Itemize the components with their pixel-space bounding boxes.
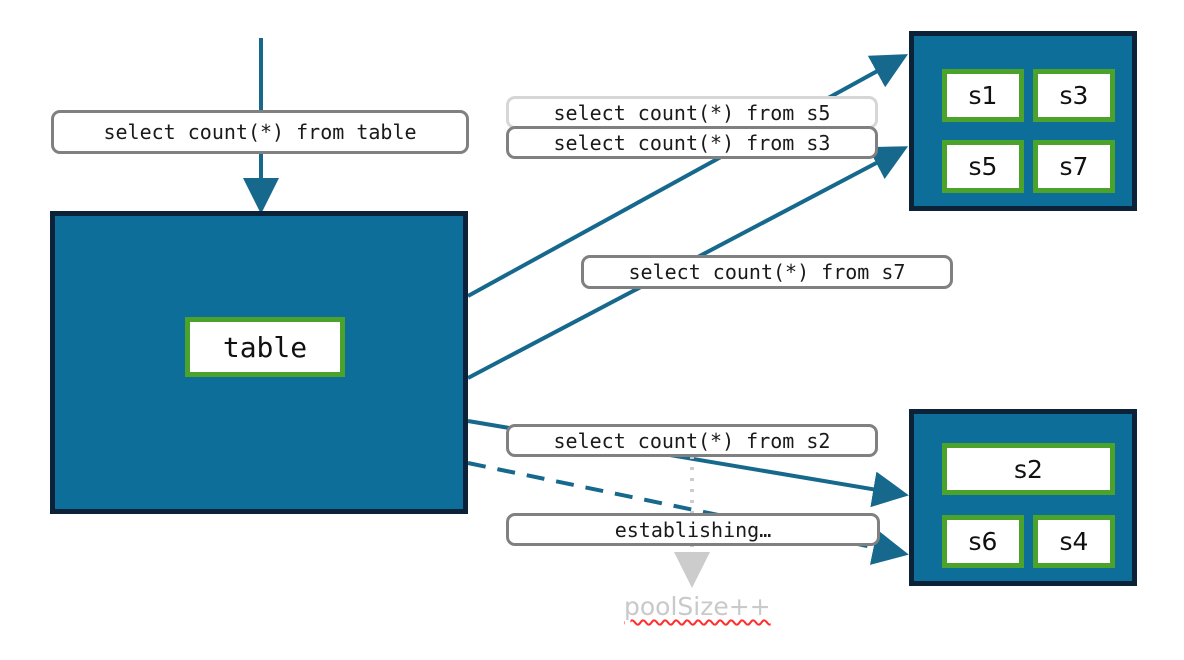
query-label-s7[interactable]: select count(*) from s7: [581, 255, 953, 289]
session-node-s3[interactable]: s3: [1033, 69, 1115, 122]
session-node-s4[interactable]: s4: [1033, 515, 1115, 568]
session-node-s5[interactable]: s5: [942, 140, 1024, 193]
session-node-s7[interactable]: s7: [1033, 140, 1115, 193]
poolsize-annotation: poolSize++: [624, 592, 771, 621]
session-node-s6[interactable]: s6: [942, 515, 1024, 568]
bottom-pool-container: s2 s6 s4: [909, 409, 1137, 586]
session-node-s1[interactable]: s1: [942, 69, 1024, 122]
query-label-s3[interactable]: select count(*) from s3: [506, 126, 878, 159]
query-label-entry[interactable]: select count(*) from table: [51, 110, 469, 154]
top-pool-container: s1 s3 s5 s7: [909, 31, 1137, 211]
table-container: table: [50, 211, 468, 514]
table-node[interactable]: table: [185, 317, 345, 377]
session-node-s2[interactable]: s2: [942, 443, 1115, 495]
query-label-s5[interactable]: select count(*) from s5: [506, 96, 878, 129]
status-label-establishing[interactable]: establishing…: [506, 513, 880, 546]
query-label-s2[interactable]: select count(*) from s2: [506, 424, 878, 457]
